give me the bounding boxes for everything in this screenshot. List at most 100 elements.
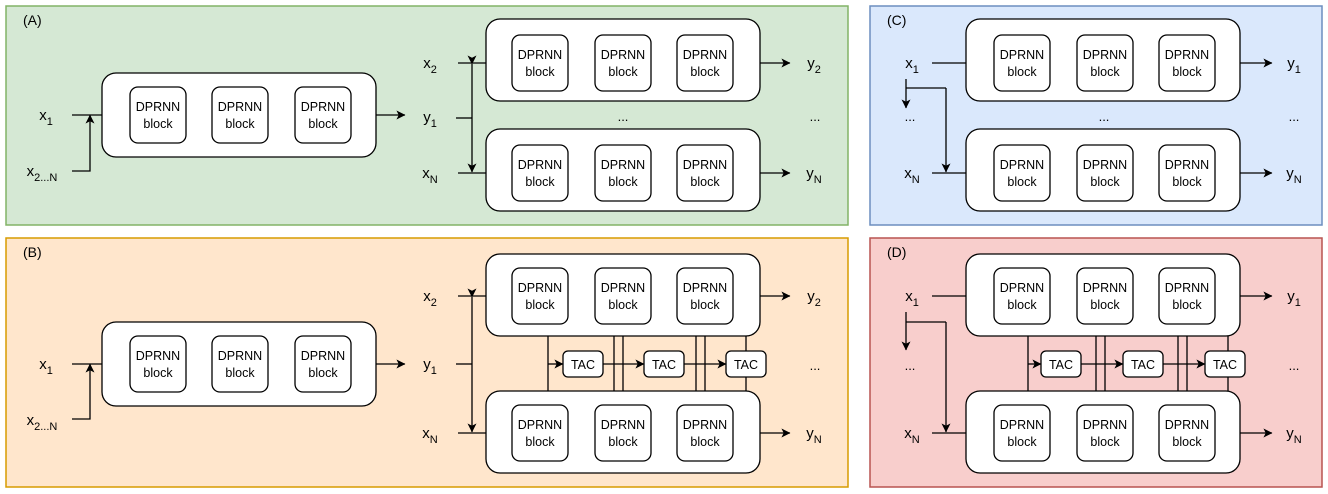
connector-arrow <box>72 114 95 172</box>
output-y2: y2 <box>807 55 821 76</box>
dprnn-block-label: DPRNN <box>518 158 562 172</box>
dprnn-block <box>1076 144 1134 202</box>
output-yn-subscript: N <box>1294 174 1302 186</box>
dprnn-block <box>1158 267 1216 325</box>
dprnn-block <box>1158 404 1216 462</box>
input-x1: x1 <box>905 55 919 76</box>
output-yn-subscript: N <box>814 434 822 446</box>
dprnn-block-label: DPRNN <box>1165 418 1209 432</box>
ellipsis: ... <box>905 358 916 373</box>
dprnn-block-label: block <box>690 435 720 449</box>
input-xn: xN <box>904 165 920 186</box>
dprnn-block-label: block <box>225 117 255 131</box>
output-y1-subscript: 1 <box>1295 64 1301 76</box>
dprnn-block <box>594 144 652 202</box>
tac-block-label: TAC <box>652 358 676 372</box>
output-yn-symbol: y <box>806 425 814 442</box>
ellipsis: ... <box>1289 109 1300 124</box>
panel-label: (A) <box>23 12 42 28</box>
output-yn: yN <box>1286 165 1302 186</box>
output-y2-symbol: y <box>807 55 815 72</box>
dprnn-block-label: DPRNN <box>601 158 645 172</box>
input-x1-subscript: 1 <box>913 297 919 309</box>
input-xn: xN <box>422 425 438 446</box>
dprnn-block-label: DPRNN <box>683 281 727 295</box>
dprnn-block <box>511 267 569 325</box>
dprnn-block-label: block <box>143 117 173 131</box>
output-yn: yN <box>806 165 822 186</box>
input-x1-symbol: x <box>905 288 913 305</box>
input-x2-subscript: 2 <box>431 64 437 76</box>
dprnn-block <box>294 86 352 144</box>
input-xn-subscript: N <box>912 434 920 446</box>
panel-label: (B) <box>23 244 42 260</box>
dprnn-block-label: block <box>525 65 555 79</box>
ellipsis: ... <box>905 109 916 124</box>
input-x2: x2 <box>423 55 437 76</box>
output-yn: yN <box>1286 425 1302 446</box>
tac-block <box>643 350 685 378</box>
tac-block-label: TAC <box>734 358 758 372</box>
dprnn-block <box>211 86 269 144</box>
output-y2-symbol: y <box>807 288 815 305</box>
dprnn-block-label: block <box>225 366 255 380</box>
input-x1-subscript: 1 <box>47 365 53 377</box>
dprnn-block <box>676 34 734 92</box>
input-xn-symbol: x <box>904 425 912 442</box>
dprnn-block <box>993 34 1051 92</box>
tac-block-label: TAC <box>1131 358 1155 372</box>
dprnn-block <box>1076 34 1134 92</box>
input-x1: x1 <box>905 288 919 309</box>
output-y1: y1 <box>423 109 437 130</box>
output-y1: y1 <box>1287 288 1301 309</box>
dprnn-block-label: DPRNN <box>518 48 562 62</box>
dprnn-block <box>676 144 734 202</box>
dprnn-block-label: block <box>1007 175 1037 189</box>
dprnn-block-label: DPRNN <box>683 418 727 432</box>
input-x2-n-subscript: 2...N <box>34 421 57 433</box>
input-x1-symbol: x <box>905 55 913 72</box>
input-xn-subscript: N <box>430 174 438 186</box>
ellipsis: ... <box>618 109 629 124</box>
dprnn-block <box>1158 34 1216 92</box>
input-x1-subscript: 1 <box>913 64 919 76</box>
dprnn-block <box>294 335 352 393</box>
input-x1-subscript: 1 <box>47 116 53 128</box>
input-xn-subscript: N <box>430 434 438 446</box>
dprnn-block-label: DPRNN <box>1000 158 1044 172</box>
dprnn-block-label: DPRNN <box>1000 418 1044 432</box>
dprnn-block-label: DPRNN <box>1000 48 1044 62</box>
dprnn-block <box>1158 144 1216 202</box>
dprnn-block <box>676 404 734 462</box>
dprnn-block-label: DPRNN <box>1165 48 1209 62</box>
input-xn-symbol: x <box>904 165 912 182</box>
dprnn-block-label: DPRNN <box>601 48 645 62</box>
ellipsis: ... <box>1289 358 1300 373</box>
ellipsis: ... <box>810 358 821 373</box>
dprnn-block <box>129 86 187 144</box>
output-y1: y1 <box>1287 55 1301 76</box>
output-yn-subscript: N <box>1294 434 1302 446</box>
dprnn-block-label: block <box>1090 175 1120 189</box>
dprnn-block <box>594 34 652 92</box>
dprnn-block-label: DPRNN <box>218 100 262 114</box>
dprnn-block-label: block <box>525 435 555 449</box>
dprnn-block-label: DPRNN <box>136 349 180 363</box>
dprnn-block-label: DPRNN <box>518 418 562 432</box>
output-yn: yN <box>806 425 822 446</box>
dprnn-block-label: DPRNN <box>1083 418 1127 432</box>
dprnn-block-label: DPRNN <box>683 48 727 62</box>
dprnn-block-label: DPRNN <box>1165 158 1209 172</box>
output-y1-symbol: y <box>1287 288 1295 305</box>
tac-block <box>725 350 767 378</box>
tac-block-label: TAC <box>571 358 595 372</box>
output-y1: y1 <box>423 356 437 377</box>
output-y1-subscript: 1 <box>1295 297 1301 309</box>
input-x1-symbol: x <box>39 356 47 373</box>
output-yn-subscript: N <box>814 174 822 186</box>
output-y1-symbol: y <box>423 356 431 373</box>
dprnn-block-label: block <box>1172 65 1202 79</box>
dprnn-block-label: block <box>690 65 720 79</box>
input-x2-n-subscript: 2...N <box>34 172 57 184</box>
ellipsis: ... <box>810 109 821 124</box>
